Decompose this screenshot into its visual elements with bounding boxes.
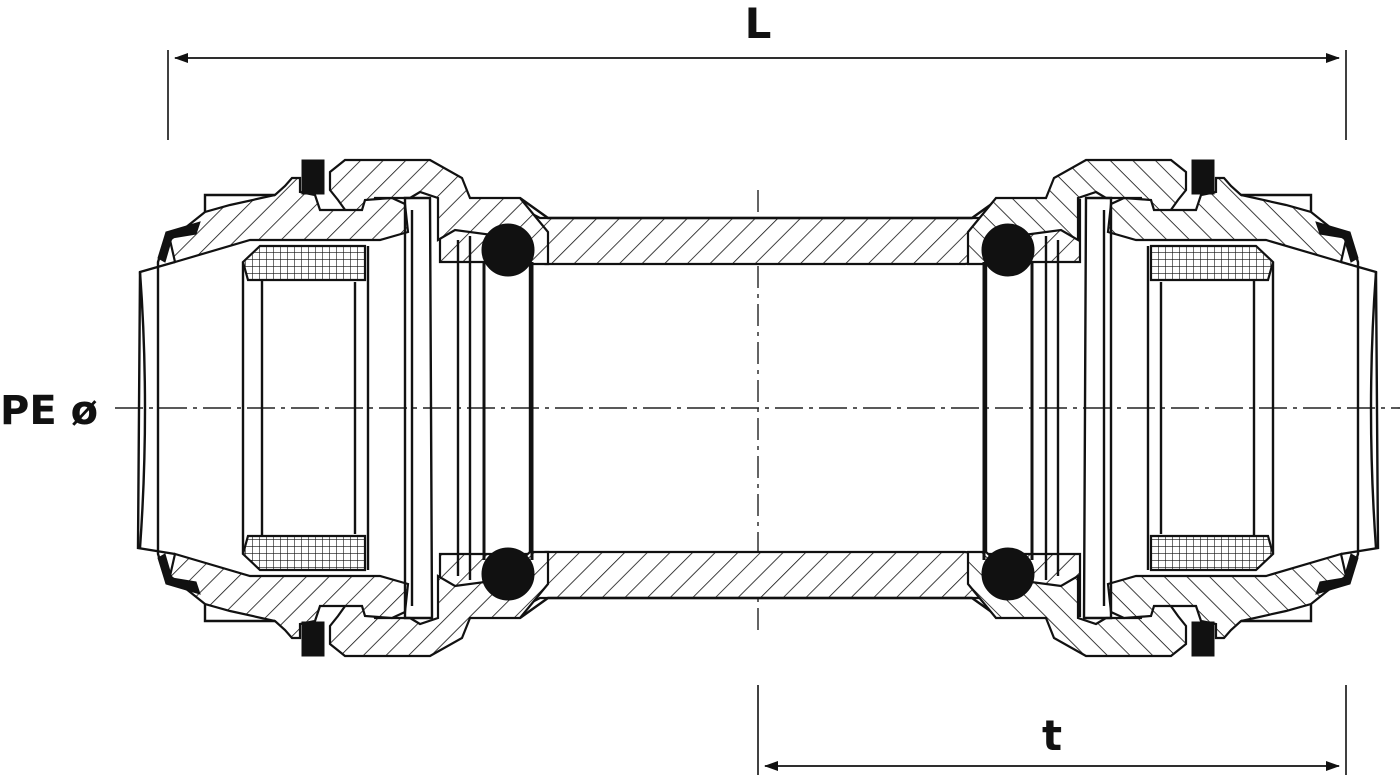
dimension-insertion-depth: t — [757, 685, 1347, 775]
right-oring-connector — [982, 262, 1034, 560]
center-sleeve-outline-bottom — [519, 596, 1001, 619]
right-inner-sleeve — [1146, 246, 1275, 570]
left-nut-seal-top — [301, 159, 325, 195]
right-end-seal-bottom — [1315, 553, 1359, 595]
left-coupling-end — [136, 158, 550, 658]
left-oring-groove — [456, 236, 532, 580]
right-oring-bottom — [981, 547, 1035, 601]
right-oring-top — [981, 223, 1035, 277]
pipe-diameter-label: PE ø — [0, 388, 98, 434]
left-ring-body — [403, 196, 434, 620]
left-oring-connector — [482, 262, 534, 560]
right-end-profile — [1241, 193, 1380, 623]
right-end-taper — [1369, 271, 1378, 549]
left-end-seal-bottom — [157, 553, 201, 595]
left-oring-bottom — [481, 547, 535, 601]
right-coupling-end — [966, 158, 1380, 658]
right-ring-body — [1082, 196, 1113, 620]
left-grip-insert-bottom — [241, 534, 367, 572]
right-nut-seal-top — [1191, 159, 1215, 195]
right-grip-insert-bottom — [1149, 534, 1275, 572]
right-nut-seal-bottom — [1191, 621, 1215, 657]
left-inner-sleeve — [241, 246, 370, 570]
left-grip-insert-top — [241, 244, 367, 282]
left-nut-seal-bottom — [301, 621, 325, 657]
center-sleeve-outline-top — [519, 197, 1001, 220]
left-end-profile — [136, 193, 275, 623]
insertion-depth-label: t — [1042, 711, 1062, 760]
left-oring-top — [481, 223, 535, 277]
left-end-taper — [138, 271, 147, 549]
right-end-seal-top — [1315, 221, 1359, 263]
right-grip-insert-top — [1149, 244, 1275, 282]
left-end-seal-top — [157, 221, 201, 263]
length-label: L — [745, 0, 772, 48]
right-oring-groove — [984, 236, 1060, 580]
dimension-length: L — [167, 0, 1347, 140]
